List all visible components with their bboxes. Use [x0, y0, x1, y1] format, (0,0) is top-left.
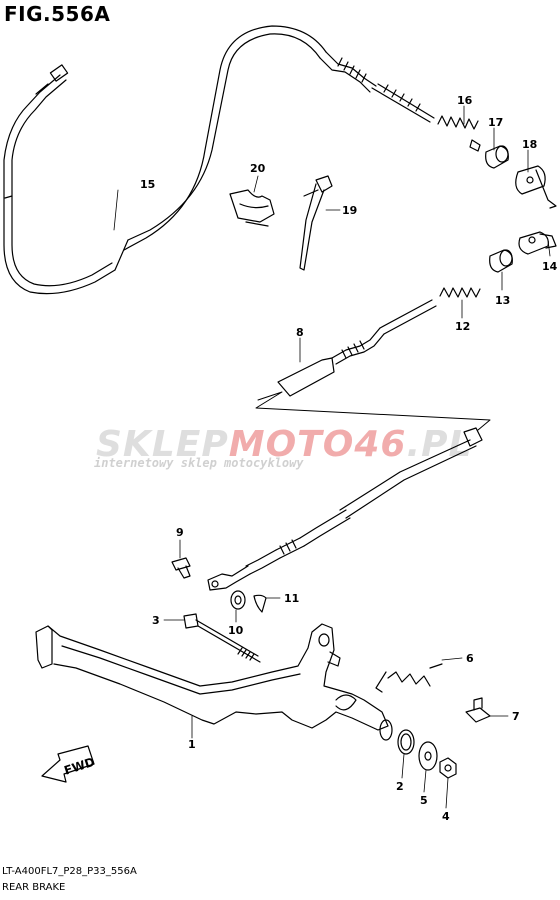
part-6-return-spring — [375, 663, 443, 693]
callout-2: 2 — [396, 780, 404, 793]
callout-12: 12 — [455, 320, 470, 333]
part-4-nut — [439, 757, 457, 779]
fwd-label: FWD — [62, 755, 96, 778]
callout-9: 9 — [176, 526, 184, 539]
callout-8: 8 — [296, 326, 304, 339]
part-10-washer — [230, 590, 246, 610]
part-11-cotter-pin — [253, 594, 267, 613]
callout-4: 4 — [442, 810, 450, 823]
callout-19: 19 — [342, 204, 357, 217]
part-12-spring — [439, 287, 481, 298]
watermark-brand-red: MOTO46 — [228, 424, 407, 465]
part-2-o-ring — [397, 729, 415, 755]
part-8-lower-cable-top — [277, 299, 437, 397]
part-7-screw — [465, 697, 491, 723]
part-17-sleeve — [485, 145, 509, 169]
leader-lines — [113, 105, 551, 809]
callout-5: 5 — [420, 794, 428, 807]
part-5-washer — [418, 741, 438, 771]
callout-16: 16 — [457, 94, 473, 107]
callout-17: 17 — [488, 116, 503, 129]
part-13-sleeve — [489, 249, 513, 273]
part-9-pin — [171, 557, 191, 579]
callout-6: 6 — [466, 652, 474, 665]
watermark-brand: SKLEPMOTO46.PL — [96, 424, 472, 465]
part-14-clip — [518, 231, 557, 255]
callout-18: 18 — [522, 138, 537, 151]
footer-code: LT-A400FL7_P28_P33_556A — [2, 866, 137, 877]
callout-10: 10 — [228, 624, 244, 637]
part-1-brake-pedal — [35, 623, 393, 741]
cable-break-line — [255, 391, 491, 431]
callout-3: 3 — [152, 614, 160, 627]
callout-14: 14 — [542, 260, 558, 273]
part-3-bolt — [183, 613, 261, 663]
callout-1: 1 — [188, 738, 196, 751]
part-8-lower-cable-bottom — [207, 427, 483, 591]
part-16-spring — [437, 115, 481, 152]
figure-title: FIG.556A — [4, 2, 111, 26]
part-15-upper-cable — [3, 25, 435, 295]
watermark-brand-gray: SKLEP — [96, 424, 229, 465]
part-19-cable-tie — [299, 175, 333, 271]
callout-15: 15 — [140, 178, 155, 191]
callout-20: 20 — [250, 162, 266, 175]
fwd-arrow — [41, 745, 95, 783]
callout-13: 13 — [495, 294, 510, 307]
part-20-clamp — [229, 189, 275, 227]
watermark-subtitle: internetowy sklep motocyklowy — [94, 456, 304, 470]
footer-name: REAR BRAKE — [2, 882, 66, 893]
callout-7: 7 — [512, 710, 520, 723]
part-18-clip — [515, 165, 557, 209]
callout-11: 11 — [284, 592, 299, 605]
